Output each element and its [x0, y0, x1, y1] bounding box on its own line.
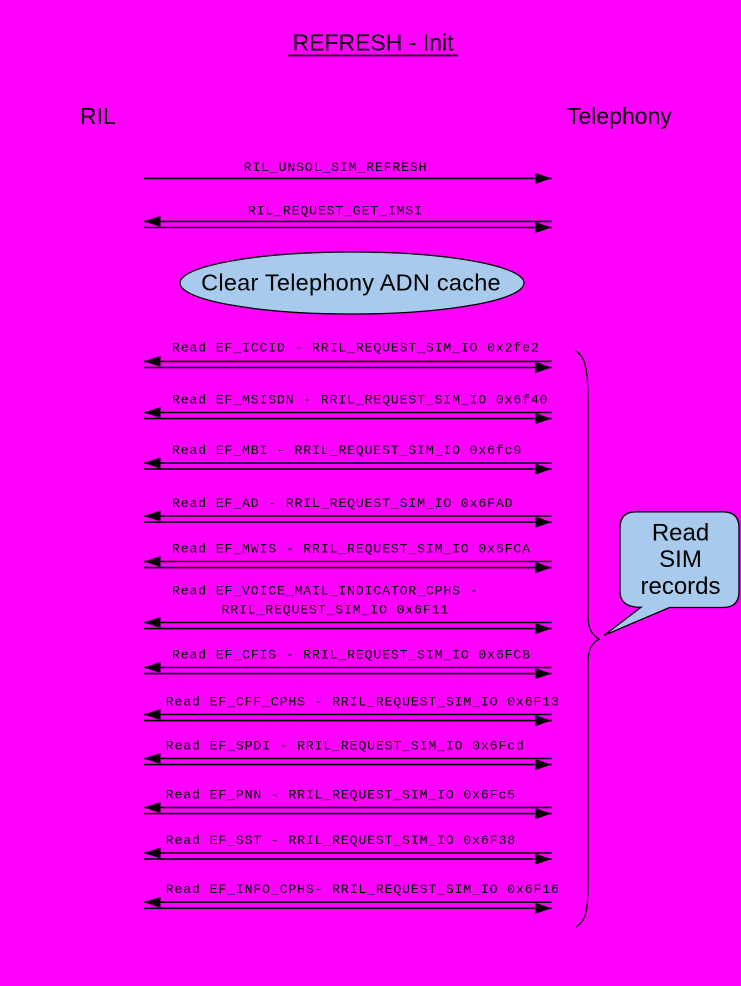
svg-text:Read EF_SST - RRIL_REQUEST_SIM: Read EF_SST - RRIL_REQUEST_SIM_IO 0x6F38: [166, 833, 516, 848]
svg-text:Read EF_MWIS - RRIL_REQUEST_SI: Read EF_MWIS - RRIL_REQUEST_SIM_IO 0x6FC…: [172, 542, 531, 557]
svg-text:RIL_REQUEST_GET_IMSI: RIL_REQUEST_GET_IMSI: [248, 203, 423, 218]
svg-text:Read EF_INFO_CPHS- RRIL_REQUES: Read EF_INFO_CPHS- RRIL_REQUEST_SIM_IO 0…: [166, 882, 560, 897]
svg-text:Read EF_ICCID - RRIL_REQUEST_S: Read EF_ICCID - RRIL_REQUEST_SIM_IO 0x2f…: [172, 341, 540, 356]
svg-text:Telephony: Telephony: [567, 103, 672, 129]
svg-text:Read EF_CFF_CPHS - RRIL_REQUES: Read EF_CFF_CPHS - RRIL_REQUEST_SIM_IO 0…: [166, 695, 560, 710]
svg-text:Read EF_SPDI - RRIL_REQUEST_SI: Read EF_SPDI - RRIL_REQUEST_SIM_IO 0x6Fc…: [166, 739, 525, 754]
svg-text:Clear Telephony ADN cache: Clear Telephony ADN cache: [201, 269, 501, 295]
svg-text:Read EF_CFIS - RRIL_REQUEST_SI: Read EF_CFIS - RRIL_REQUEST_SIM_IO 0x6FC…: [172, 648, 531, 663]
svg-text:Read EF_MSISDN - RRIL_REQUEST_: Read EF_MSISDN - RRIL_REQUEST_SIM_IO 0x6…: [172, 393, 548, 408]
svg-text:Read EF_AD - RRIL_REQUEST_SIM_: Read EF_AD - RRIL_REQUEST_SIM_IO 0x6FAD: [172, 496, 513, 511]
svg-text:REFRESH - Init: REFRESH - Init: [292, 30, 454, 56]
svg-text:RIL: RIL: [80, 103, 116, 129]
svg-text:Read: Read: [652, 520, 709, 547]
svg-text:SIM: SIM: [659, 546, 702, 573]
svg-text:Read EF_VOICE_MAIL_INDICATOR_C: Read EF_VOICE_MAIL_INDICATOR_CPHS -: [172, 584, 478, 599]
svg-text:records: records: [640, 573, 720, 600]
svg-text:Read EF_PNN - RRIL_REQUEST_SIM: Read EF_PNN - RRIL_REQUEST_SIM_IO 0x6Fc5: [166, 788, 516, 803]
svg-text:RRIL_REQUEST_SIM_IO 0x6F11: RRIL_REQUEST_SIM_IO 0x6F11: [222, 603, 450, 618]
svg-text:RIL_UNSOL_SIM_REFRESH: RIL_UNSOL_SIM_REFRESH: [244, 160, 428, 175]
svg-text:Read EF_MBI - RRIL_REQUEST_SIM: Read EF_MBI - RRIL_REQUEST_SIM_IO 0x6fc9: [172, 443, 522, 458]
